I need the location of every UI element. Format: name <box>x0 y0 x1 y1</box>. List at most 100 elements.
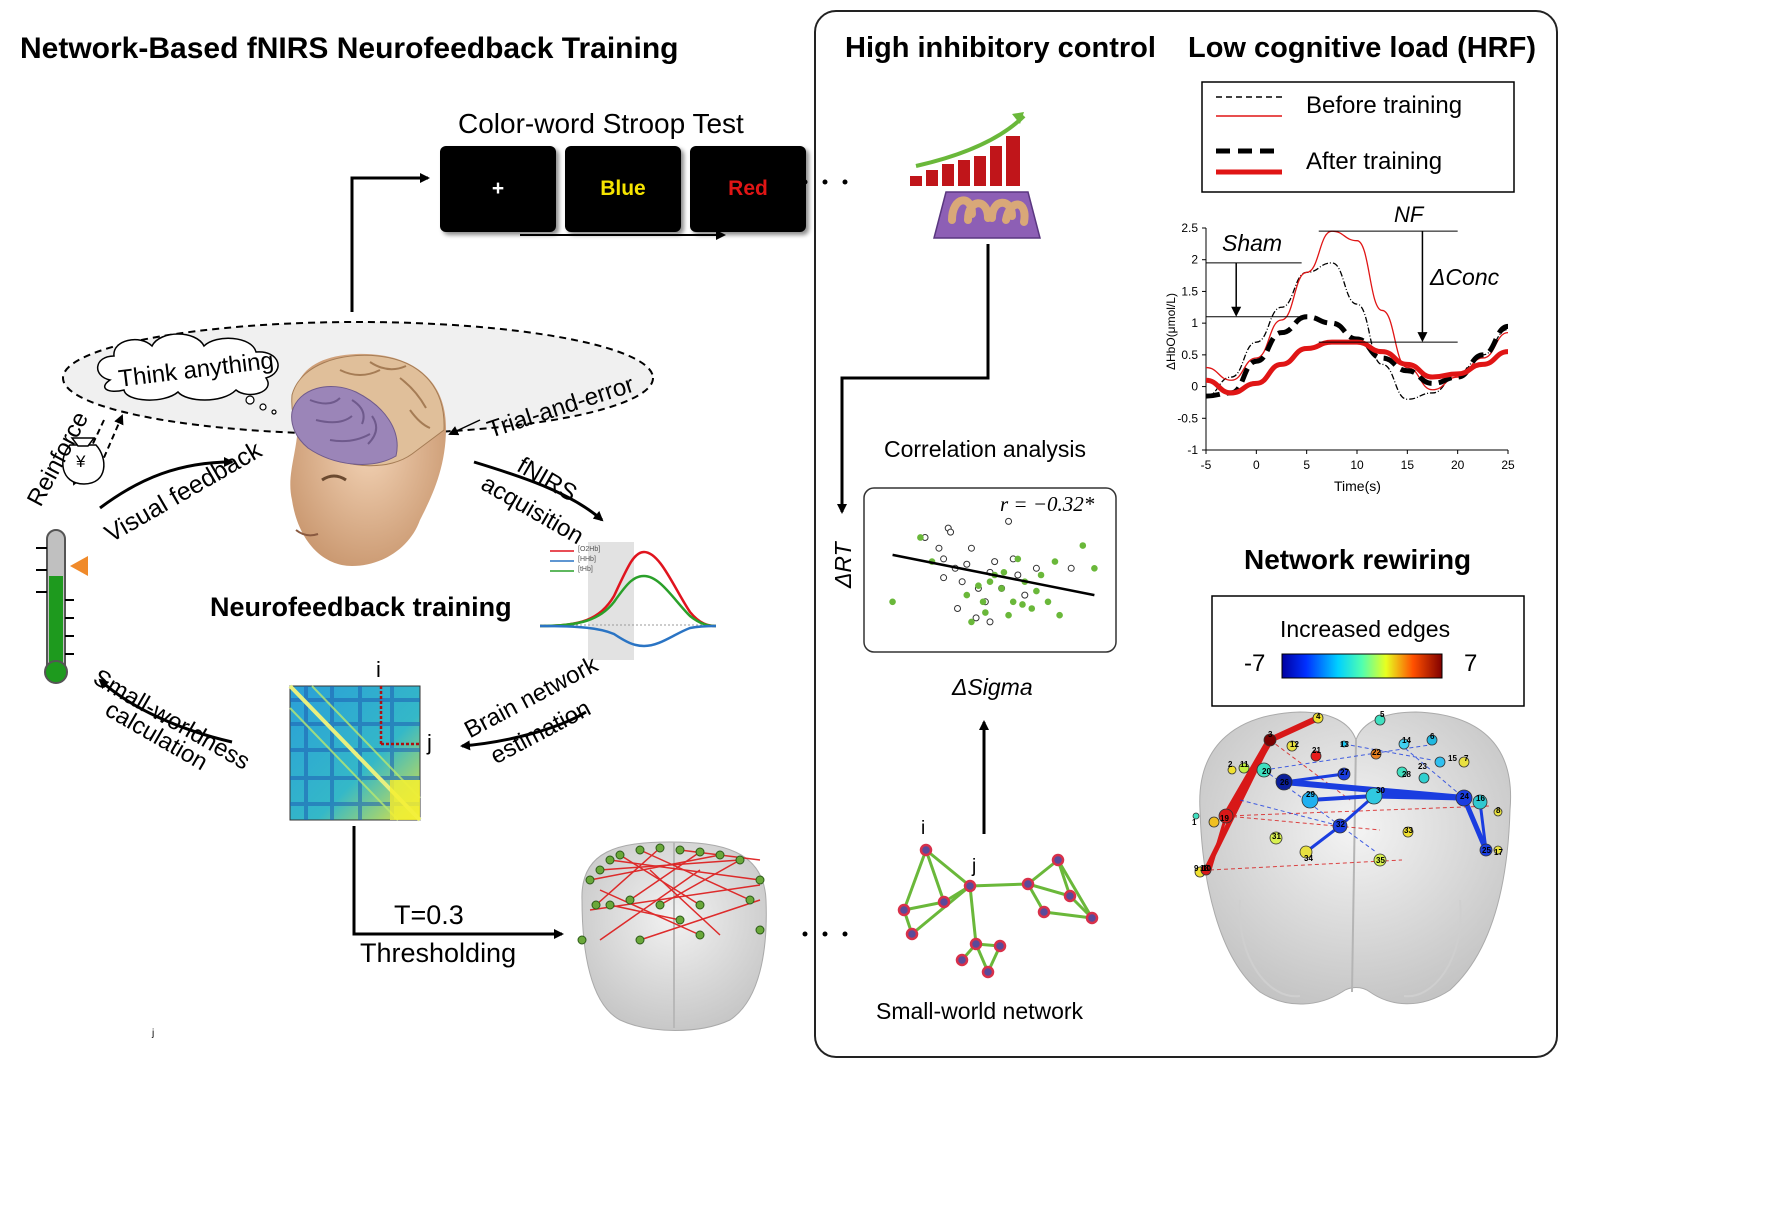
rewiring-node-label: 31 <box>1272 832 1281 841</box>
scatter-point-filled <box>1051 558 1059 565</box>
hemo-plot <box>539 542 717 660</box>
rewiring-node-label: 28 <box>1402 770 1411 779</box>
hrf-ytick-label: 1.5 <box>1181 284 1198 298</box>
scatter-point-open <box>1032 564 1040 572</box>
rewiring-node-label: 15 <box>1448 754 1457 763</box>
rewiring-node-label: 14 <box>1402 736 1411 745</box>
stroop-card-blue: Blue <box>565 146 681 232</box>
correlation-title: Correlation analysis <box>884 436 1086 462</box>
scatter-point-filled <box>1009 598 1017 606</box>
rewiring-node-label: 10 <box>1202 864 1211 873</box>
rewiring-node-label: 22 <box>1372 748 1381 757</box>
sham-arrow-head <box>1231 306 1242 317</box>
scatter-point-filled <box>982 609 989 616</box>
visual-feedback-arrow <box>99 457 234 510</box>
scatter-point-filled <box>1005 611 1012 619</box>
scatter-point-open <box>954 605 962 612</box>
small-world-j: j <box>972 856 977 877</box>
rewiring-node-label: 2 <box>1228 760 1233 769</box>
scatter-point-filled <box>1028 605 1036 612</box>
scatter-point-open <box>991 558 999 566</box>
rewiring-node-label: 4 <box>1316 712 1321 721</box>
legend-before-label: Before training <box>1306 92 1463 119</box>
rewiring-node-label: 21 <box>1312 746 1321 755</box>
rewiring-node-label: 3 <box>1268 730 1273 739</box>
scatter-trend-line <box>892 553 1095 597</box>
network-rewiring-title: Network rewiring <box>1244 544 1472 575</box>
hrf-series-line <box>1205 314 1509 399</box>
scatter-point-filled <box>1079 542 1087 549</box>
head-illustration <box>290 353 446 566</box>
nf-label: NF <box>1394 202 1424 227</box>
thermometer-icon <box>36 529 88 684</box>
scatter-point-open <box>958 578 966 586</box>
rewiring-node-label: 16 <box>1476 794 1485 803</box>
glass-brain-left <box>577 841 767 1031</box>
rewiring-node-label: 33 <box>1404 826 1413 835</box>
small-world-i: i <box>921 818 926 839</box>
rewiring-node-label: 11 <box>1240 760 1249 769</box>
rewiring-node-label: 23 <box>1418 762 1427 771</box>
scatter-point-filled <box>986 578 994 586</box>
nf-arrow-head <box>1417 332 1428 343</box>
hrf-xtick-label: 5 <box>1303 458 1310 472</box>
hrf-ytick-label: -0.5 <box>1177 411 1198 425</box>
scatter-point-filled <box>968 618 975 626</box>
trial-arrow <box>448 419 481 436</box>
scatter-point-filled <box>963 591 971 599</box>
scatter-point-open <box>1005 517 1013 525</box>
rewiring-node-label: 26 <box>1280 778 1289 787</box>
rewiring-node-label: 34 <box>1304 854 1313 863</box>
thought-dots <box>245 395 277 415</box>
hrf-xtick-label: 10 <box>1350 458 1364 472</box>
colorbar-max: 7 <box>1464 650 1478 677</box>
stroop-card-red: Red <box>690 146 806 232</box>
rewiring-node-label: 32 <box>1336 820 1345 829</box>
rewiring-node-label: 8 <box>1496 806 1501 815</box>
scatter-point-open <box>947 528 955 536</box>
threshold-arrow <box>352 826 564 939</box>
stroop-card-text: + <box>491 177 505 200</box>
main-title: Network-Based fNIRS Neurofeedback Traini… <box>20 32 679 65</box>
scatter-point-open <box>1014 571 1022 579</box>
arrow-to-stroop <box>350 173 430 312</box>
threshold-value: T=0.3 <box>394 900 464 930</box>
rewiring-node-label: 19 <box>1220 814 1229 823</box>
scatter-point-filled <box>1044 598 1052 606</box>
rewiring-node-label: 1 <box>1192 818 1197 827</box>
hrf-series-line <box>1205 339 1509 396</box>
hrf-ytick-label: 2 <box>1191 253 1198 267</box>
scatter-point-open <box>1067 564 1075 572</box>
scatter-point-open <box>986 618 994 626</box>
ellipsis-dots-top <box>802 179 848 185</box>
matrix-i-label: i <box>376 657 381 682</box>
rewiring-node-label: 13 <box>1340 740 1349 749</box>
hrf-xtick-label: 0 <box>1253 458 1260 472</box>
scatter-point-filled <box>1000 569 1008 576</box>
hrf-ytick-label: 0.5 <box>1181 348 1198 362</box>
colorbar-legend-box <box>1211 595 1525 707</box>
colorbar <box>1281 653 1443 679</box>
rewiring-node-label: 9 <box>1194 864 1199 873</box>
scatter-point-filled <box>1056 611 1063 619</box>
hrf-xtick-label: 20 <box>1451 458 1465 472</box>
hrf-ytick-label: 0 <box>1191 380 1198 394</box>
high-inhibitory-title: High inhibitory control <box>845 32 1156 64</box>
scatter-point-filled <box>998 585 1005 592</box>
delta-conc-label: ΔConc <box>1430 264 1500 290</box>
ellipsis-dots-bottom <box>802 931 848 937</box>
scatter-point-filled <box>889 598 896 606</box>
delta-sigma-label: ΔSigma <box>952 674 1033 700</box>
stroop-title: Color-word Stroop Test <box>458 108 744 139</box>
stroop-card-text: Blue <box>600 177 646 200</box>
scatter-point-open <box>940 555 948 563</box>
thought-cloud <box>97 333 279 401</box>
stray-mark: j <box>152 1028 155 1039</box>
rewiring-node-label: 12 <box>1290 740 1299 749</box>
colorbar-min: -7 <box>1244 650 1266 677</box>
hemo-legend-hhb: [HHb] <box>578 556 596 563</box>
scatter-point-filled <box>917 534 924 541</box>
